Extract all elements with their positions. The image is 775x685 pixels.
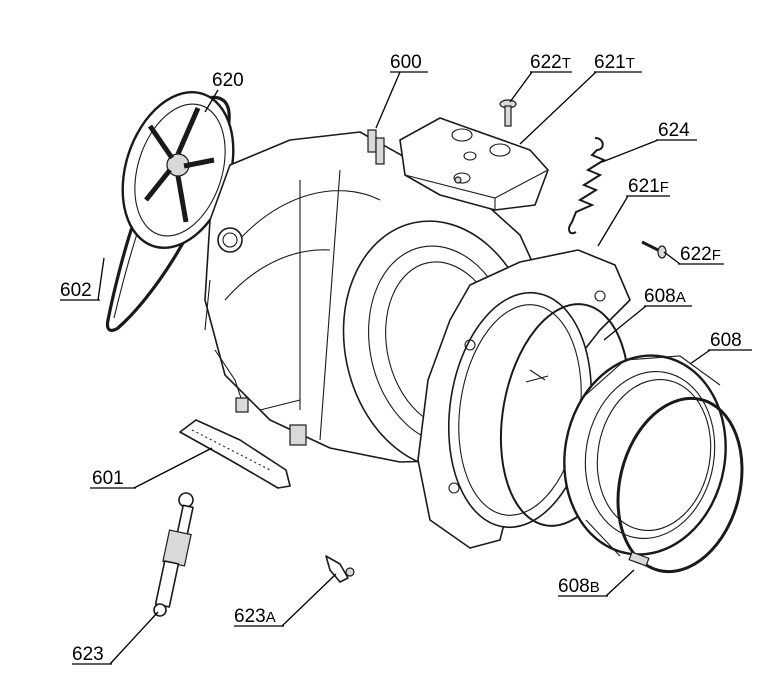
- tub-suspension-spring: [568, 137, 607, 235]
- label-601: 601: [92, 468, 124, 489]
- leader-lines: [60, 71, 752, 665]
- label-608A: 608A: [644, 286, 686, 307]
- label-602: 602: [60, 280, 92, 301]
- front-counterweight: [417, 249, 631, 549]
- tub-mount-bolts: [367, 129, 385, 165]
- callout-labels: 600 620 622T 621T 624 621F 622F 602 608A…: [60, 52, 742, 665]
- label-623: 623: [72, 644, 104, 665]
- label-621T: 621T: [594, 52, 635, 73]
- top-counterweight-screw: [499, 99, 517, 127]
- label-622T: 622T: [530, 52, 571, 73]
- label-620: 620: [212, 70, 244, 91]
- tub-front-ring: [563, 354, 727, 557]
- label-600: 600: [390, 52, 422, 73]
- shock-absorber: [153, 492, 194, 617]
- top-counterweight: [399, 117, 549, 211]
- label-623A: 623A: [234, 606, 276, 627]
- label-608: 608: [710, 330, 742, 351]
- drum-pulley: [121, 91, 235, 249]
- label-621F: 621F: [628, 176, 669, 197]
- shock-absorber-pin: [325, 555, 355, 583]
- label-622F: 622F: [680, 244, 721, 265]
- tub-heater-cover: [179, 419, 291, 489]
- label-608B: 608B: [558, 576, 600, 597]
- tub-clamp-band: [616, 396, 744, 574]
- label-624: 624: [658, 120, 690, 141]
- front-counterweight-screw: [641, 240, 667, 259]
